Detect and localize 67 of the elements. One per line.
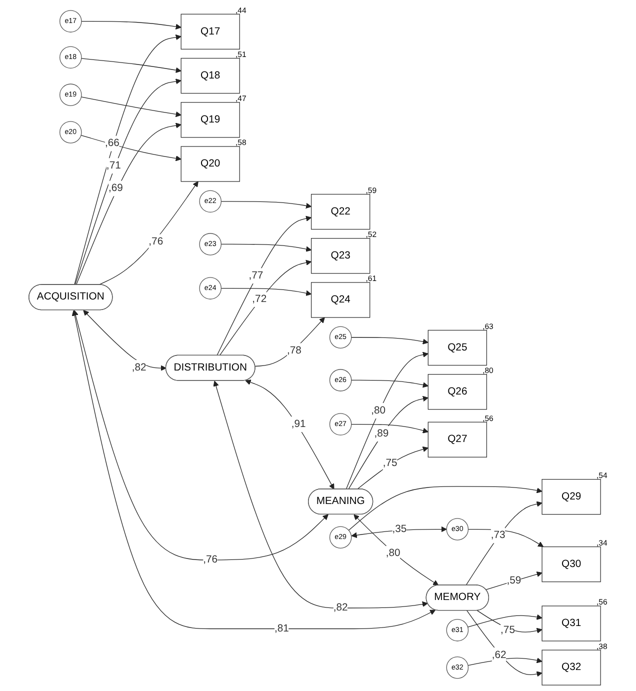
arrow [356,446,428,490]
observed-variable-box: Q31 [541,606,600,642]
arrow [244,380,334,490]
arrow [72,310,328,560]
edge-label: ,73 [490,528,505,544]
arrow [74,78,181,286]
edge-label: ,78 [286,343,302,359]
observed-variable-box: Q32 [541,650,600,686]
arrow [350,526,446,538]
observed-variable-box: Q24 [310,282,370,318]
arrow [353,514,438,586]
arrow [218,260,312,356]
arrow [467,614,542,628]
observed-variable-box: Q19 [180,102,240,138]
arrow [80,96,181,118]
observed-variable-box: Q20 [180,146,240,182]
observed-variable-box: Q30 [541,546,600,582]
arrow [220,244,312,252]
arrow [465,501,542,586]
edge-label: ,69 [108,180,122,196]
arrow [345,352,428,490]
arrow [467,658,542,666]
arrow [74,34,181,286]
observed-variable-box: Q26 [427,374,487,410]
arrow [82,310,166,371]
latent-variable-ellipse: DISTRIBUTION [165,354,255,381]
arrow [350,380,428,388]
arrow [348,396,428,490]
edge-label: ,72 [252,291,266,307]
edge-label: ,62 [491,648,506,664]
edge-label: ,80 [385,546,400,562]
edge-label: ,91 [290,416,306,432]
arrow [348,486,542,531]
arrow [71,310,436,630]
edge-label: ,66 [104,136,120,152]
observed-variable-box: Q18 [180,58,240,94]
arrow [212,380,428,608]
edge-label: ,89 [374,426,388,442]
edge-label: ,77 [248,268,263,284]
observed-variable-box: Q27 [427,422,487,458]
arrow [80,134,181,162]
arrow [80,58,181,73]
arrow [98,181,198,286]
arrow [75,122,181,286]
arrow [216,216,312,356]
observed-variable-box: Q17 [180,14,240,50]
edge-label: ,76 [148,234,163,250]
arrow [350,424,428,434]
latent-variable-ellipse: MEMORY [425,584,489,611]
arrow [468,528,544,548]
arrow [350,337,428,344]
observed-variable-box: Q23 [310,238,370,274]
arrow [80,20,181,30]
edge-label: ,75 [382,456,397,472]
arrow [220,201,312,209]
latent-variable-ellipse: ACQUISITION [28,284,112,310]
arrow [220,288,312,296]
latent-variable-ellipse: MEANING [308,488,373,514]
arrow [466,610,542,677]
arrow [485,572,542,590]
edge-label: ,80 [370,403,386,419]
arrow [254,317,324,367]
arrow [476,610,542,634]
observed-variable-box: Q29 [541,479,600,515]
observed-variable-box: Q22 [310,194,370,230]
observed-variable-box: Q25 [427,330,487,366]
edge-label: ,71 [106,158,120,174]
